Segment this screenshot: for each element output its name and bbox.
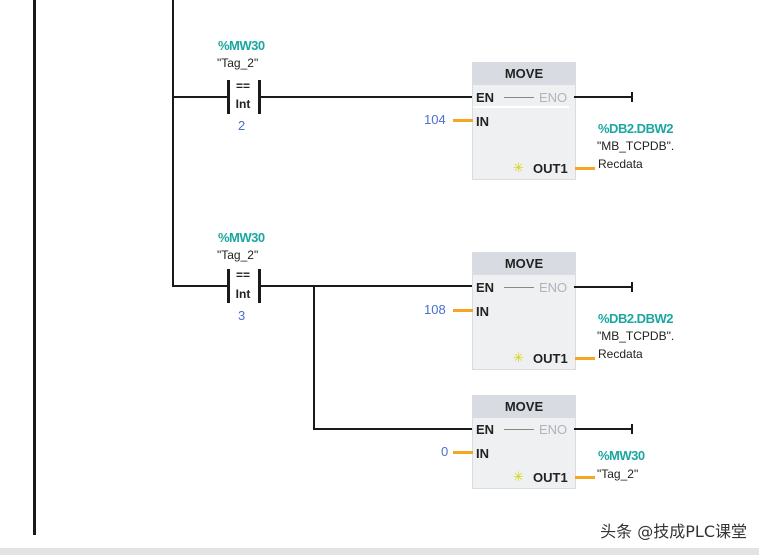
move-1-out-tag-1: "MB_TCPDB".: [597, 139, 675, 153]
move-2-out-wire: [575, 357, 595, 360]
move-2-en: EN: [476, 280, 495, 295]
move-3-en-eno-line: [504, 429, 534, 430]
move-1-en-eno-line: [504, 97, 534, 98]
compare-1-tag: "Tag_2": [217, 56, 259, 70]
compare-2-contact-right[interactable]: [258, 269, 261, 303]
compare-2-tag: "Tag_2": [217, 248, 259, 262]
move-3-eno-wire: [574, 428, 632, 430]
compare-2-contact-left[interactable]: [227, 269, 230, 303]
move-3-in-value[interactable]: 0: [441, 444, 449, 459]
move-1-eno-wire: [574, 96, 632, 98]
move-1-terminator: [631, 92, 633, 102]
compare-1-contact-right[interactable]: [258, 80, 261, 114]
compare-2-address: %MW30: [218, 230, 265, 245]
move-2-eno-wire: [574, 286, 632, 288]
move-3-terminator: [631, 424, 633, 434]
move-2-out-tag-2: Recdata: [598, 347, 643, 361]
move-2-out-tag-1: "MB_TCPDB".: [597, 329, 675, 343]
move-3-en: EN: [476, 422, 495, 437]
move-1-in: IN: [476, 114, 489, 129]
move-1-out-tag-2: Recdata: [598, 157, 643, 171]
move-3-out: OUT1: [533, 470, 568, 485]
move-2-in-wire: [453, 309, 473, 312]
compare-2-operator: ==: [235, 268, 250, 282]
rung-1-wire-a: [172, 96, 227, 98]
bottom-bar: [0, 548, 759, 555]
rung-2-wire-a: [172, 285, 227, 287]
compare-1-address: %MW30: [218, 38, 265, 53]
move-3-out-star-icon: ✳: [513, 469, 524, 484]
move-3-in: IN: [476, 446, 489, 461]
left-power-rail: [33, 0, 36, 535]
move-block-2[interactable]: MOVE: [472, 252, 576, 370]
move-1-eno: ENO: [539, 90, 568, 105]
compare-1-contact-left[interactable]: [227, 80, 230, 114]
rung-2-branch-vertical: [313, 285, 315, 429]
move-2-en-eno-line: [504, 287, 534, 288]
move-1-out: OUT1: [533, 161, 568, 176]
move-2-out-address[interactable]: %DB2.DBW2: [598, 311, 673, 326]
compare-1-type: Int: [235, 97, 251, 111]
compare-2-value: 3: [238, 308, 246, 323]
move-3-out-address[interactable]: %MW30: [598, 448, 645, 463]
move-2-out-star-icon: ✳: [513, 350, 524, 365]
rung-2-wire-b: [261, 285, 473, 287]
branch-rail: [172, 0, 174, 287]
move-block-2-title: MOVE: [473, 253, 575, 275]
move-block-1[interactable]: MOVE: [472, 62, 576, 180]
move-3-out-tag-1: "Tag_2": [597, 467, 639, 481]
move-2-out: OUT1: [533, 351, 568, 366]
move-2-terminator: [631, 282, 633, 292]
move-1-out-wire: [575, 167, 595, 170]
move-block-3[interactable]: MOVE: [472, 395, 576, 489]
move-block-3-title: MOVE: [473, 396, 575, 418]
compare-1-operator: ==: [235, 79, 250, 93]
move-block-1-title: MOVE: [473, 63, 575, 85]
move-3-out-wire: [575, 476, 595, 479]
compare-1-value: 2: [238, 118, 246, 133]
watermark: 头条 @技成PLC课堂: [600, 522, 747, 541]
move-1-in-wire: [453, 119, 473, 122]
compare-2-type: Int: [235, 287, 251, 301]
rung-1-wire-b: [261, 96, 473, 98]
move-3-in-wire: [453, 451, 473, 454]
move-1-en: EN: [476, 90, 495, 105]
move-2-in: IN: [476, 304, 489, 319]
move-2-eno: ENO: [539, 280, 568, 295]
move-1-out-address[interactable]: %DB2.DBW2: [598, 121, 673, 136]
rung-2-branch-horizontal: [313, 428, 473, 430]
move-1-out-star-icon: ✳: [513, 160, 524, 175]
move-2-in-value[interactable]: 108: [424, 302, 446, 317]
move-1-in-value[interactable]: 104: [424, 112, 446, 127]
move-1-en-underline: [473, 106, 569, 108]
move-3-eno: ENO: [539, 422, 568, 437]
